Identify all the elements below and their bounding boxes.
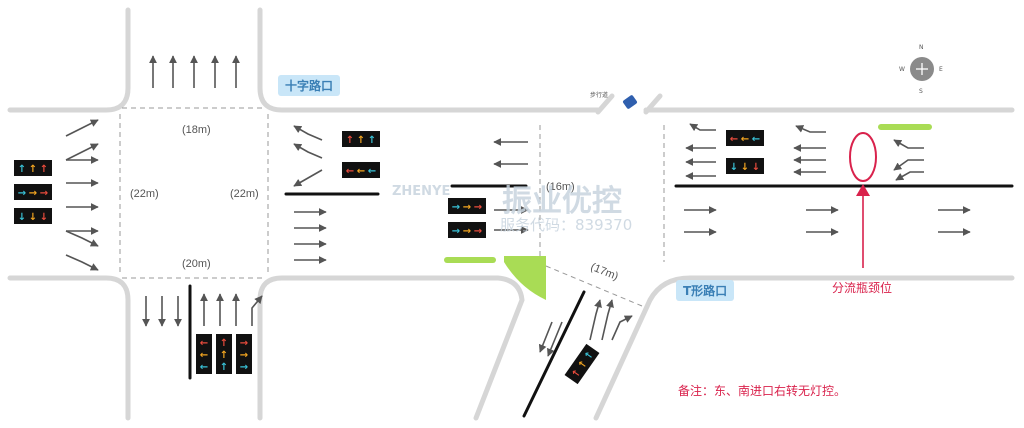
t-junction-label: T形路口	[676, 280, 735, 301]
svg-text:←: ←	[741, 134, 749, 145]
svg-text:→: →	[474, 202, 482, 213]
svg-text:←: ←	[368, 166, 376, 177]
signal-east-2: ←←←	[342, 162, 380, 178]
dimension-lines	[119, 107, 665, 307]
watermark-brand: 振业优控	[502, 184, 622, 219]
svg-text:↓: ↓	[18, 212, 26, 223]
compass-s: S	[919, 88, 923, 95]
compass-w: W	[899, 66, 905, 73]
svg-text:←: ←	[200, 350, 208, 361]
t-junction-arrows	[538, 123, 971, 357]
signal-west-1: ↑↑↑	[14, 160, 52, 176]
svg-text:→: →	[463, 202, 471, 213]
signal-south-3: →→→	[236, 334, 252, 374]
distance-south: (20m)	[182, 258, 211, 270]
signal-mid-1: →→→	[448, 198, 486, 214]
watermark-phone: 服务代码：839370	[500, 216, 633, 234]
west-approach-arrows	[65, 119, 99, 271]
signal-west-2: →→→	[14, 184, 52, 200]
svg-text:→: →	[240, 350, 248, 361]
crossroad-east-arrows	[293, 125, 327, 264]
signal-east-1: ↑↑↑	[342, 131, 380, 147]
svg-text:↑: ↑	[368, 135, 376, 146]
signal-heads: ↑↑↑ →→→ ↓↓↓ ↑↑↑ ←←← ←←← ↑↑↑ →→→ →→→ →→→ …	[14, 130, 764, 385]
compass-icon	[910, 57, 934, 81]
signal-south-1: ←←←	[196, 334, 212, 374]
bottleneck-marker	[849, 132, 877, 268]
svg-text:←: ←	[357, 166, 365, 177]
signal-t-1: ←←←	[726, 130, 764, 146]
south-approach-arrows	[142, 293, 263, 327]
svg-text:→: →	[463, 226, 471, 237]
svg-text:↑: ↑	[40, 164, 48, 175]
svg-text:←: ←	[730, 134, 738, 145]
footnote: 备注：东、南进口右转无灯控。	[678, 384, 847, 398]
distance-east: (22m)	[230, 188, 259, 200]
svg-text:→: →	[474, 226, 482, 237]
walkway-label: 步行道	[590, 92, 609, 99]
distance-mid: (16m)	[546, 181, 575, 193]
svg-text:→: →	[18, 188, 26, 199]
walkway-sign-icon	[623, 95, 637, 109]
svg-text:↑: ↑	[220, 362, 228, 373]
north-exit-arrows	[149, 55, 240, 88]
svg-text:→: →	[452, 226, 460, 237]
svg-text:→: →	[29, 188, 37, 199]
svg-text:→: →	[240, 338, 248, 349]
svg-text:→: →	[40, 188, 48, 199]
svg-text:↑: ↑	[29, 164, 37, 175]
stop-lines	[188, 184, 1014, 418]
svg-text:↓: ↓	[40, 212, 48, 223]
bottleneck-label: 分流瓶颈位	[832, 281, 893, 295]
svg-text:→: →	[452, 202, 460, 213]
svg-text:↓: ↓	[752, 162, 760, 173]
green-islands	[444, 124, 932, 300]
svg-text:↑: ↑	[220, 350, 228, 361]
watermark-latin: ZHENYE	[392, 184, 451, 199]
compass-n: N	[919, 44, 924, 51]
svg-text:↓: ↓	[730, 162, 738, 173]
svg-text:←: ←	[200, 362, 208, 373]
road-curbs	[7, 7, 1015, 421]
signal-mid-2: →→→	[448, 222, 486, 238]
signal-south-2: ↑↑↑	[216, 334, 232, 374]
svg-text:↓: ↓	[29, 212, 37, 223]
svg-text:←: ←	[752, 134, 760, 145]
svg-text:↓: ↓	[741, 162, 749, 173]
svg-text:↑: ↑	[18, 164, 26, 175]
svg-text:←: ←	[346, 166, 354, 177]
svg-text:←: ←	[200, 338, 208, 349]
svg-text:→: →	[240, 362, 248, 373]
middle-link-arrows	[493, 138, 529, 234]
svg-text:↑: ↑	[357, 135, 365, 146]
signal-t-2: ↓↓↓	[726, 158, 764, 174]
signal-diag: ↑↑↑	[564, 343, 600, 385]
distance-west: (22m)	[130, 188, 159, 200]
svg-text:↑: ↑	[346, 135, 354, 146]
svg-text:↑: ↑	[220, 338, 228, 349]
compass-e: E	[939, 66, 943, 73]
crossroad-label: 十字路口	[278, 75, 341, 96]
distance-north: (18m)	[182, 124, 211, 136]
signal-west-3: ↓↓↓	[14, 208, 52, 224]
